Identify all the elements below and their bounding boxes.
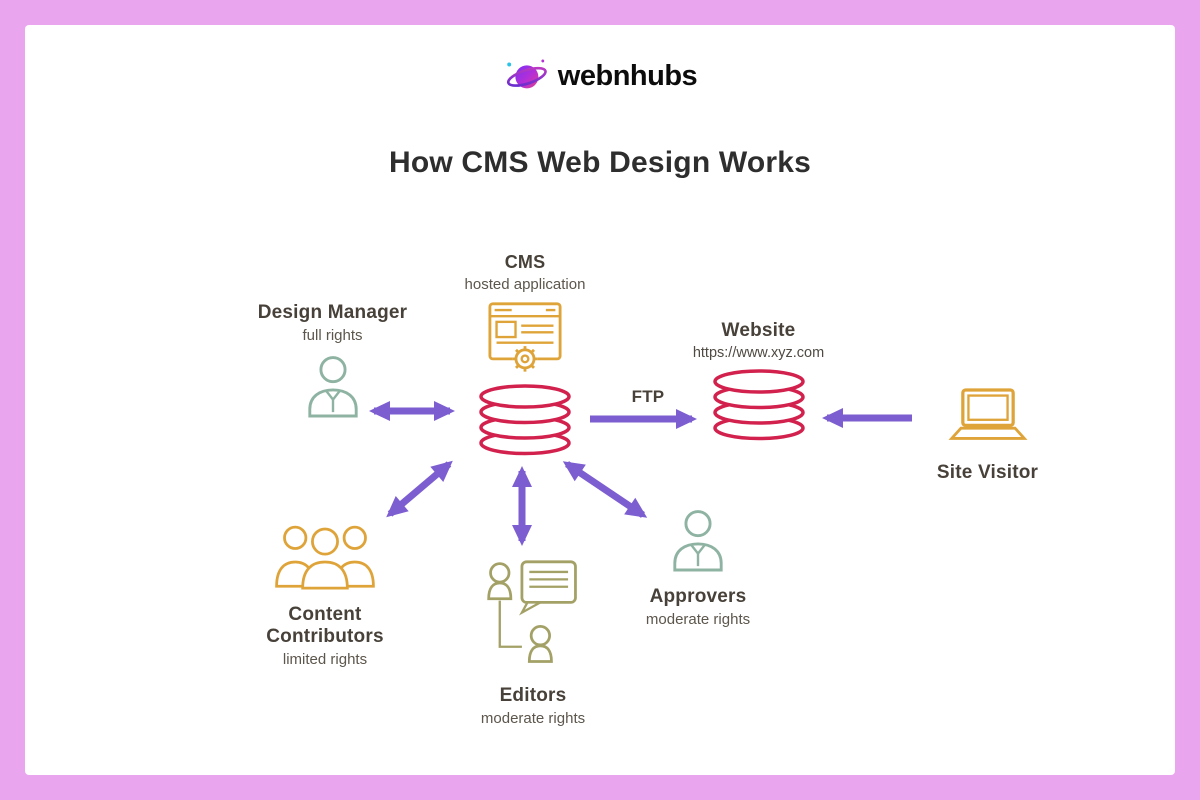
page-title: How CMS Web Design Works	[388, 146, 812, 179]
ftp-label-node: FTP	[615, 387, 681, 407]
person-icon	[673, 510, 723, 572]
design-manager-node: Design Manager full rights	[240, 302, 425, 420]
people-chat-icon	[487, 560, 577, 663]
ftp-label: FTP	[631, 387, 665, 406]
database-icon	[479, 384, 571, 456]
cms-node: CMS hosted application	[420, 252, 630, 375]
site-visitor-node: Site Visitor	[915, 388, 1060, 484]
cms-label: CMS	[504, 252, 546, 272]
person-icon	[307, 356, 358, 418]
editors-label: Editors	[499, 685, 567, 706]
browser-window-gear-icon	[488, 302, 562, 372]
editors-node: Editors moderate rights	[451, 556, 615, 727]
website-node: Website https://www.xyz.com	[666, 320, 851, 441]
content-contributors-label: Content Contributors	[266, 604, 384, 647]
editors-sublabel: moderate rights	[480, 710, 586, 727]
cms-sublabel: hosted application	[464, 276, 586, 293]
database-icon	[712, 369, 805, 441]
design-manager-label: Design Manager	[257, 302, 408, 323]
website-label: Website	[721, 320, 796, 341]
brand-logo: webnhubs	[0, 56, 1200, 96]
cms-database-node	[476, 384, 574, 456]
content-contributors-node: Content Contributors limited rights	[232, 508, 418, 668]
approvers-node: Approvers moderate rights	[616, 508, 780, 628]
arrow-db-content-contributors	[386, 460, 453, 518]
website-url: https://www.xyz.com	[692, 345, 825, 361]
site-visitor-label: Site Visitor	[936, 462, 1039, 483]
design-manager-sublabel: full rights	[302, 327, 363, 344]
content-contributors-sublabel: limited rights	[282, 651, 368, 668]
laptop-icon	[947, 388, 1028, 440]
planet-ring-icon	[506, 59, 547, 89]
brand-name: webnhubs	[557, 59, 698, 92]
approvers-label: Approvers	[649, 586, 747, 607]
approvers-sublabel: moderate rights	[645, 611, 751, 628]
people-group-icon	[275, 525, 375, 590]
